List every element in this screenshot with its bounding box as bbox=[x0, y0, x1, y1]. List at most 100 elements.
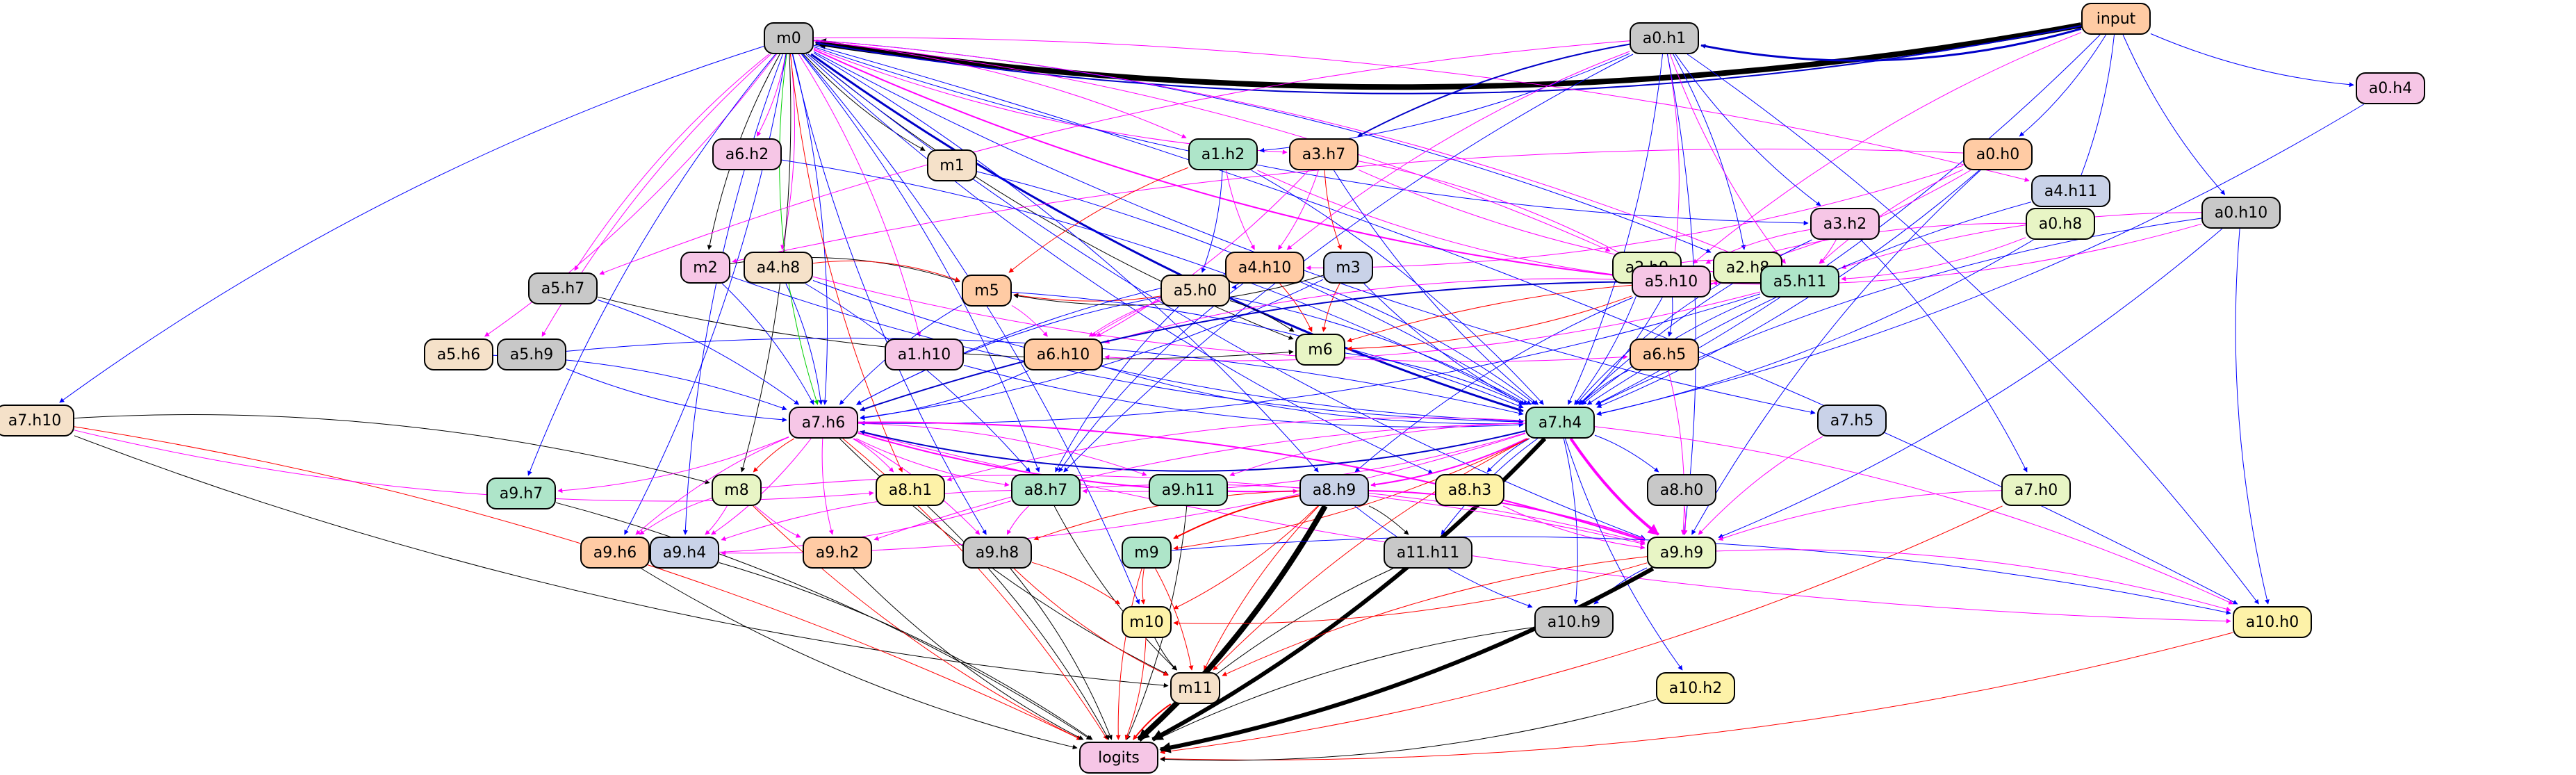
edge-a0.h0-to-a9.h9 bbox=[1691, 170, 1981, 535]
node-label: a6.h5 bbox=[1642, 345, 1687, 364]
edge-a5.h10-to-a6.h5 bbox=[1667, 297, 1673, 337]
node-m9[interactable]: m9 bbox=[1122, 537, 1172, 569]
node-a5-h6[interactable]: a5.h6 bbox=[424, 338, 493, 370]
node-logits[interactable]: logits bbox=[1079, 742, 1158, 774]
edge-a7.h10-to-m11 bbox=[74, 435, 1169, 688]
edge-a7.h10-to-m8 bbox=[74, 414, 710, 484]
node-a6-h5[interactable]: a6.h5 bbox=[1630, 338, 1699, 370]
edge-a0.h10-to-a9.h9 bbox=[1718, 228, 2223, 539]
edge-m9-to-m10 bbox=[1140, 568, 1146, 605]
node-a7-h0[interactable]: a7.h0 bbox=[2001, 474, 2071, 506]
node-a6-h10[interactable]: a6.h10 bbox=[1024, 338, 1103, 370]
edge-a9.h8-to-m11 bbox=[1013, 568, 1169, 676]
node-a5-h11[interactable]: a5.h11 bbox=[1760, 266, 1839, 297]
node-a3-h2[interactable]: a3.h2 bbox=[1810, 208, 1880, 240]
node-a5-h9[interactable]: a5.h9 bbox=[497, 338, 566, 370]
node-a5-h7[interactable]: a5.h7 bbox=[528, 272, 598, 304]
node-a0-h4[interactable]: a0.h4 bbox=[2356, 72, 2425, 104]
node-a0-h8[interactable]: a0.h8 bbox=[2026, 208, 2095, 240]
node-a9-h9[interactable]: a9.h9 bbox=[1647, 537, 1716, 569]
node-m3[interactable]: m3 bbox=[1323, 252, 1373, 284]
node-a8-h0[interactable]: a8.h0 bbox=[1647, 474, 1716, 506]
node-a3-h7[interactable]: a3.h7 bbox=[1289, 138, 1359, 170]
edge-a4.h8-to-a6.h5 bbox=[812, 276, 1628, 362]
node-a8-h1[interactable]: a8.h1 bbox=[876, 474, 945, 506]
node-label: a7.h4 bbox=[1538, 414, 1582, 432]
node-a9-h8[interactable]: a9.h8 bbox=[962, 537, 1032, 569]
node-a8-h3[interactable]: a8.h3 bbox=[1435, 474, 1504, 506]
node-label: m9 bbox=[1134, 544, 1159, 562]
node-a11-h11[interactable]: a11.h11 bbox=[1384, 537, 1472, 569]
node-label: a0.h4 bbox=[2368, 79, 2413, 97]
node-m6[interactable]: m6 bbox=[1295, 334, 1345, 366]
edge-a9.h9-to-m11 bbox=[1222, 556, 1648, 676]
node-label: logits bbox=[1098, 749, 1140, 767]
node-m5[interactable]: m5 bbox=[962, 275, 1012, 307]
node-a5-h10[interactable]: a5.h10 bbox=[1632, 266, 1711, 297]
node-a5-h0[interactable]: a5.h0 bbox=[1160, 275, 1230, 307]
node-m11[interactable]: m11 bbox=[1170, 672, 1220, 704]
node-a10-h9[interactable]: a10.h9 bbox=[1534, 606, 1614, 638]
node-m1[interactable]: m1 bbox=[927, 149, 977, 181]
node-label: a8.h1 bbox=[888, 481, 933, 499]
node-a8-h9[interactable]: a8.h9 bbox=[1299, 474, 1369, 506]
node-a9-h2[interactable]: a9.h2 bbox=[803, 537, 872, 569]
edge-input-to-a0.h1 bbox=[1700, 27, 2082, 62]
edge-a3.h7-to-a7.h4 bbox=[1334, 170, 1539, 405]
node-a8-h7[interactable]: a8.h7 bbox=[1011, 474, 1081, 506]
node-a0-h0[interactable]: a0.h0 bbox=[1963, 138, 2033, 170]
edge-a8.h0-to-a9.h9 bbox=[1682, 505, 1688, 535]
edge-m0-to-a7.h6 bbox=[792, 54, 828, 405]
node-label: a8.h3 bbox=[1447, 481, 1492, 499]
node-a4-h8[interactable]: a4.h8 bbox=[744, 252, 813, 284]
edge-a8.h3-to-a9.h9 bbox=[1502, 505, 1646, 550]
node-label: a7.h6 bbox=[801, 414, 846, 432]
node-input[interactable]: input bbox=[2081, 3, 2151, 35]
edge-a4.h11-to-a7.h4 bbox=[1586, 202, 2032, 405]
node-m8[interactable]: m8 bbox=[712, 474, 762, 506]
node-a0-h1[interactable]: a0.h1 bbox=[1630, 22, 1699, 54]
node-m10[interactable]: m10 bbox=[1122, 606, 1172, 638]
edge-a9.h9-to-m10 bbox=[1173, 562, 1648, 626]
node-a4-h11[interactable]: a4.h11 bbox=[2031, 175, 2110, 207]
edge-m10-to-logits bbox=[1124, 637, 1147, 740]
edge-a9.h7-to-logits bbox=[555, 502, 1092, 740]
edge-m0-to-a5.h6 bbox=[484, 54, 777, 337]
edge-a0.h1-to-a10.h0 bbox=[1687, 54, 2259, 605]
node-a7-h5[interactable]: a7.h5 bbox=[1817, 405, 1887, 437]
node-a1-h10[interactable]: a1.h10 bbox=[885, 338, 964, 370]
edge-m0-to-a9.h9 bbox=[808, 54, 1646, 539]
node-label: m1 bbox=[940, 156, 965, 174]
node-label: a5.h11 bbox=[1773, 272, 1827, 291]
node-label: a0.h10 bbox=[2214, 204, 2268, 222]
node-m2[interactable]: m2 bbox=[680, 252, 730, 284]
edge-a0.h0-to-a5.h11 bbox=[1819, 169, 1964, 264]
node-a9-h11[interactable]: a9.h11 bbox=[1149, 474, 1228, 506]
node-a1-h2[interactable]: a1.h2 bbox=[1188, 138, 1258, 170]
edge-a6.h10-to-a7.h4 bbox=[1102, 366, 1524, 426]
node-a7-h6[interactable]: a7.h6 bbox=[789, 407, 858, 439]
node-a7-h10[interactable]: a7.h10 bbox=[0, 405, 74, 437]
node-a10-h0[interactable]: a10.h0 bbox=[2233, 606, 2312, 638]
node-a9-h7[interactable]: a9.h7 bbox=[486, 478, 556, 509]
edge-a7.h4-to-a10.h9 bbox=[1563, 438, 1579, 605]
edge-a5.h10-to-a7.h4 bbox=[1579, 297, 1663, 405]
edge-m0-to-a9.h8 bbox=[791, 54, 987, 535]
edge-a5.h0-to-a7.h6 bbox=[855, 296, 1161, 405]
edge-a0.h8-to-a5.h11 bbox=[1841, 237, 2026, 282]
node-a4-h10[interactable]: a4.h10 bbox=[1225, 252, 1304, 284]
node-a6-h2[interactable]: a6.h2 bbox=[712, 138, 782, 170]
node-label: a3.h7 bbox=[1302, 145, 1346, 163]
edge-a7.h4-to-a9.h9 bbox=[1569, 437, 1659, 536]
node-a10-h2[interactable]: a10.h2 bbox=[1656, 672, 1735, 704]
node-a9-h4[interactable]: a9.h4 bbox=[650, 537, 719, 569]
node-m0[interactable]: m0 bbox=[764, 22, 814, 54]
node-a0-h10[interactable]: a0.h10 bbox=[2201, 197, 2281, 229]
edge-m3-to-a7.h4 bbox=[1363, 283, 1525, 405]
edge-a7.h6-to-a9.h9 bbox=[858, 421, 1646, 542]
edge-a0.h1-to-a2.h8 bbox=[1673, 54, 1746, 250]
node-a7-h4[interactable]: a7.h4 bbox=[1525, 407, 1595, 439]
node-a9-h6[interactable]: a9.h6 bbox=[580, 537, 650, 569]
node-label: a10.h2 bbox=[1668, 679, 1723, 697]
